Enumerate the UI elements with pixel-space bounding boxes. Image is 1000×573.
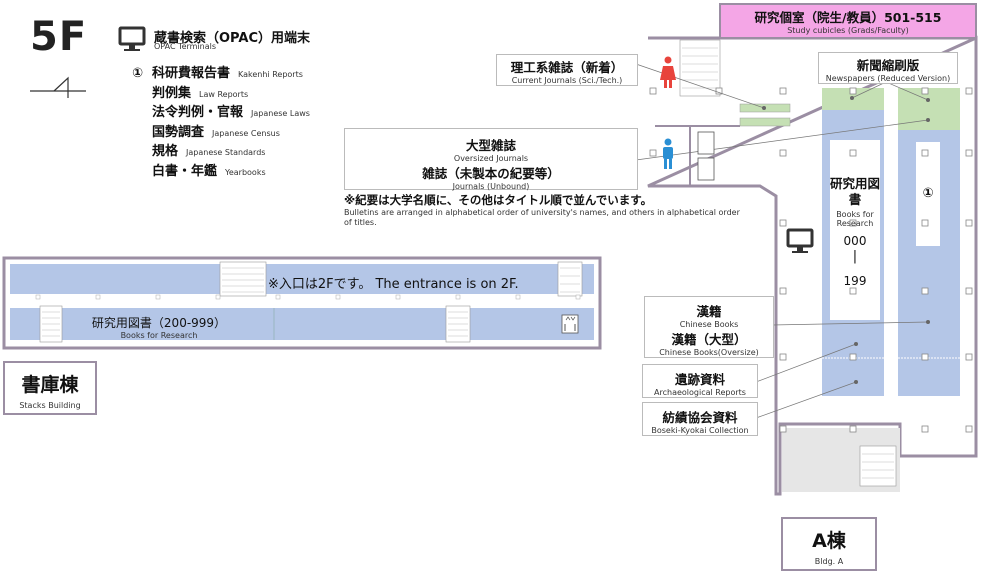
stack-stairs-upper bbox=[219, 261, 267, 297]
science-journals-label: 理工系雑誌（新着） Current Journals (Sci./Tech.) bbox=[496, 54, 638, 86]
marker-bg bbox=[916, 142, 940, 246]
study-cubicles-area bbox=[719, 3, 977, 39]
male-restroom-icon bbox=[663, 138, 673, 169]
oversized-journals-label: 大型雑誌 Oversized Journals 雑誌（未製本の紀要等） Jour… bbox=[344, 128, 638, 191]
monitor-icon-map bbox=[786, 228, 814, 253]
bldg-a-tag bbox=[781, 517, 877, 571]
newspaper-shelf-right bbox=[898, 88, 960, 130]
newspapers-label: 新聞縮刷版 Newspapers (Reduced Version) bbox=[818, 52, 958, 84]
archaeological-label: 遺跡資料 Archaeological Reports bbox=[642, 364, 758, 398]
stack-books-label: 研究用図書（200-999） Books for Research bbox=[91, 316, 227, 340]
columns bbox=[649, 87, 973, 433]
stack-stairs-right bbox=[557, 261, 583, 297]
shelf-marker: ① bbox=[922, 186, 934, 201]
stacks-building-tag bbox=[3, 361, 97, 415]
stairs-top bbox=[679, 39, 721, 97]
entrance-note: ※入口は2Fです。 The entrance is on 2F. bbox=[268, 277, 519, 292]
stair-treads bbox=[42, 267, 580, 337]
opac-label: 蔵書検索（OPAC）用端末 bbox=[154, 31, 310, 46]
boseki-label: 紡績協会資料 Boseki-Kyokai Collection bbox=[642, 402, 758, 436]
opac-label-en: OPAC Terminals bbox=[154, 42, 217, 51]
floor-label: 5F bbox=[30, 14, 88, 60]
stairs-bottom bbox=[859, 445, 897, 487]
bldg-a-label: A棟 Bldg. A bbox=[812, 530, 846, 566]
legend-number: ① bbox=[132, 66, 144, 81]
elevator-icon bbox=[561, 314, 579, 334]
elevator-icon-a bbox=[697, 131, 715, 181]
female-restroom-icon bbox=[660, 56, 676, 88]
stack-shelf-upper bbox=[10, 264, 594, 294]
research-books-a-label: 研究用図書 Books for Research 000 | 199 bbox=[830, 176, 881, 288]
monitor-icon-legend bbox=[118, 26, 146, 51]
stacks-building-label: 書庫棟 Stacks Building bbox=[19, 374, 81, 410]
sci-journal-rack-2 bbox=[739, 117, 791, 127]
bulletin-note: ※紀要は大学名順に、その他はタイトル順で並んでいます。 Bulletins ar… bbox=[344, 193, 740, 227]
north-arrow-icon bbox=[30, 76, 86, 98]
chinese-books-label: 漢籍 Chinese Books 漢籍（大型） Chinese Books(Ov… bbox=[644, 296, 774, 358]
leader-lines bbox=[635, 63, 929, 419]
stack-shelf-lower bbox=[10, 308, 594, 340]
study-cubicles-label: 研究個室（院生/教員）501-515 Study cubicles (Grads… bbox=[754, 10, 942, 35]
